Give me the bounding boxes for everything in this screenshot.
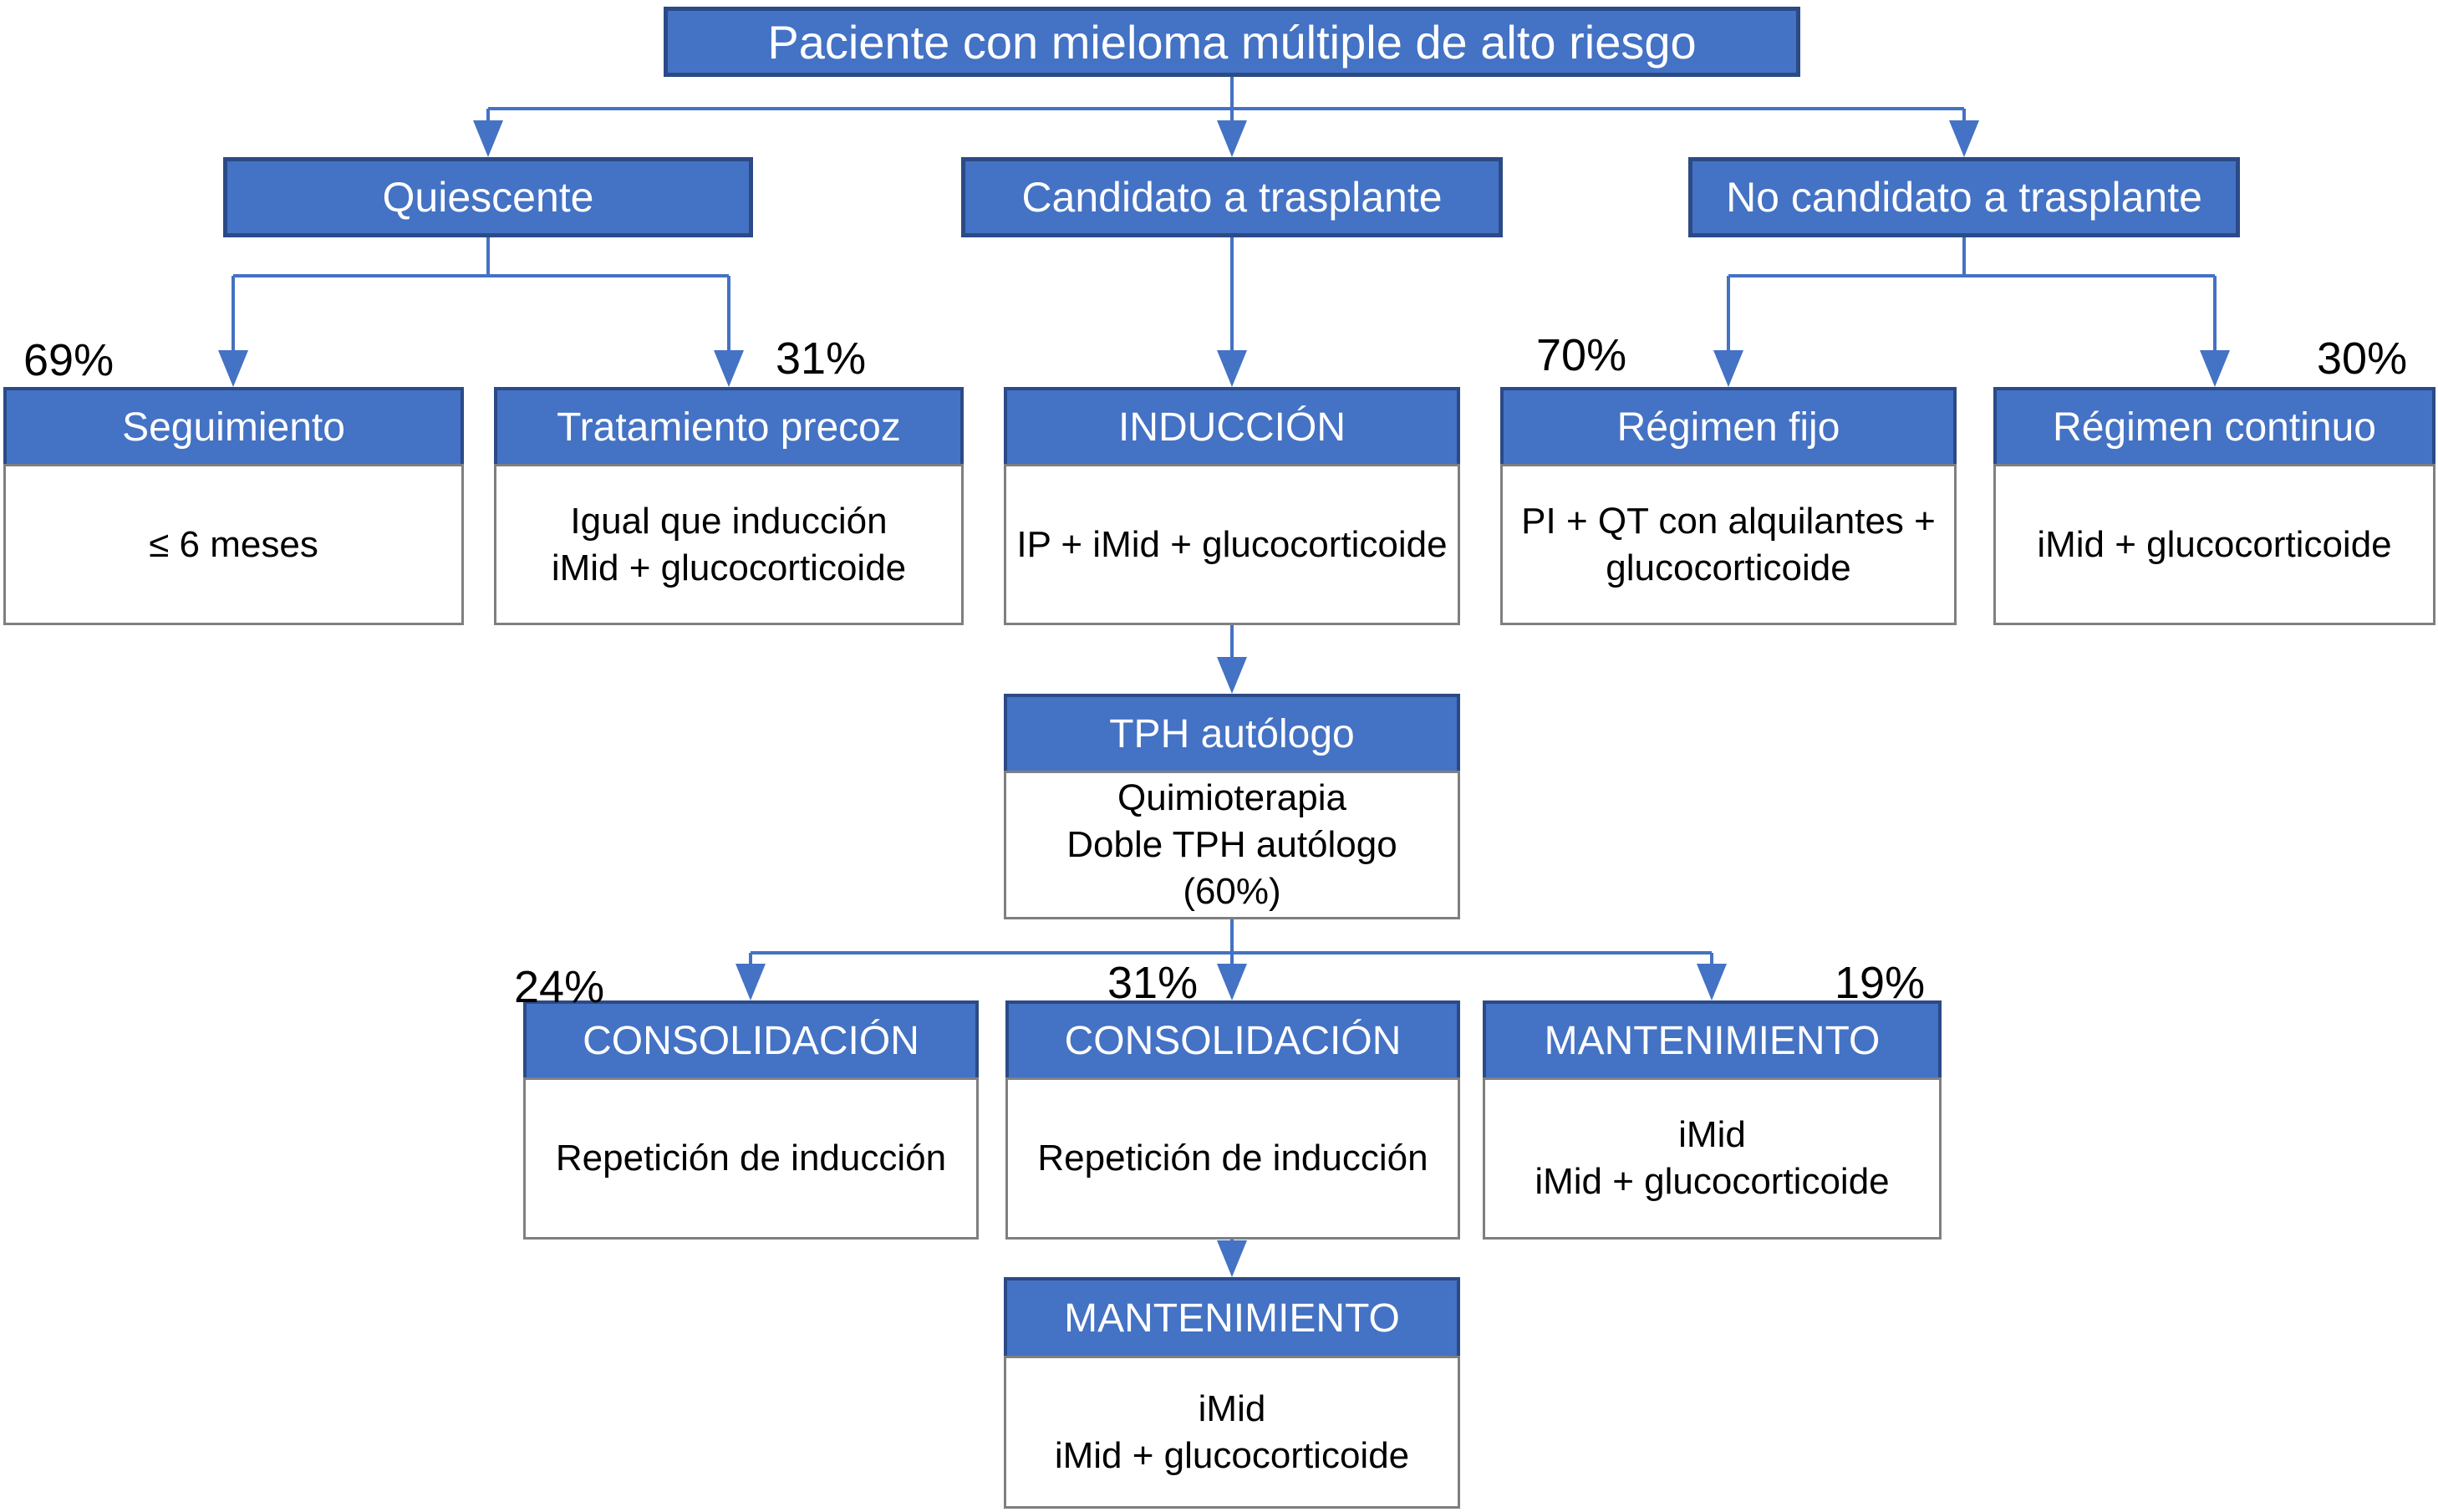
node-consolidacion-centro-line: Repetición de inducción — [1037, 1138, 1428, 1179]
node-mantenimiento-der-header: MANTENIMIENTO — [1483, 1000, 1942, 1077]
percent-seguimiento: 69% — [23, 335, 115, 385]
node-mantenimiento-der-line: iMid + glucocorticoide — [1535, 1161, 1890, 1202]
node-seguimiento-body: ≤ 6 meses — [3, 464, 464, 625]
node-root: Paciente con mieloma múltiple de alto ri… — [664, 7, 1800, 77]
node-mantenimiento-final-body: iMid iMid + glucocorticoide — [1004, 1356, 1460, 1509]
arrowheads — [218, 120, 2230, 1277]
node-mantenimiento-der-line: iMid — [1678, 1114, 1746, 1156]
node-regimen-fijo-line: glucocorticoide — [1606, 547, 1851, 588]
node-candidato-trasplante: Candidato a trasplante — [961, 157, 1503, 237]
node-no-candidato-label: No candidato a trasplante — [1726, 174, 2202, 221]
node-candidato-label: Candidato a trasplante — [1021, 174, 1443, 221]
node-consolidacion-izq-body: Repetición de inducción — [523, 1077, 979, 1240]
node-tratamiento-precoz-header: Tratamiento precoz — [494, 387, 964, 464]
node-mantenimiento-final-line: iMid — [1198, 1387, 1266, 1429]
node-consolidacion-centro-header: CONSOLIDACIÓN — [1005, 1000, 1460, 1077]
node-regimen-continuo-title: Régimen continuo — [2053, 405, 2376, 450]
percent-consolidacion-centro: 31% — [1107, 958, 1199, 1008]
node-tratamiento-precoz-line: iMid + glucocorticoide — [551, 547, 907, 588]
node-mantenimiento-der: MANTENIMIENTO iMid iMid + glucocorticoid… — [1483, 1000, 1942, 1240]
node-tph-autologo-header: TPH autólogo — [1004, 694, 1460, 771]
node-consolidacion-centro-title: CONSOLIDACIÓN — [1064, 1018, 1402, 1063]
node-regimen-continuo-line: iMid + glucocorticoide — [2037, 523, 2392, 565]
node-consolidacion-centro-body: Repetición de inducción — [1005, 1077, 1460, 1240]
node-tph-autologo-line: (60%) — [1183, 870, 1281, 912]
node-consolidacion-centro: CONSOLIDACIÓN Repetición de inducción — [1005, 1000, 1460, 1240]
node-tph-autologo-body: Quimioterapia Doble TPH autólogo (60%) — [1004, 771, 1460, 919]
node-seguimiento-header: Seguimiento — [3, 387, 464, 464]
node-tph-autologo-line: Doble TPH autólogo — [1066, 824, 1397, 866]
node-tratamiento-precoz-line: Igual que inducción — [570, 500, 888, 542]
node-quiescente: Quiescente — [223, 157, 753, 237]
percent-consolidacion-izq: 24% — [514, 962, 605, 1012]
node-regimen-continuo-body: iMid + glucocorticoide — [1993, 464, 2435, 625]
node-induccion-title: INDUCCIÓN — [1118, 405, 1346, 450]
node-seguimiento-line: ≤ 6 meses — [149, 523, 318, 565]
percent-regimen-fijo: 70% — [1536, 330, 1627, 380]
node-quiescente-label: Quiescente — [382, 174, 594, 221]
node-mantenimiento-final-header: MANTENIMIENTO — [1004, 1277, 1460, 1356]
node-mantenimiento-der-body: iMid iMid + glucocorticoide — [1483, 1077, 1942, 1240]
node-tratamiento-precoz: Tratamiento precoz Igual que inducción i… — [494, 387, 964, 625]
node-regimen-continuo-header: Régimen continuo — [1993, 387, 2435, 464]
node-induccion: INDUCCIÓN IP + iMid + glucocorticoide — [1004, 387, 1460, 625]
node-no-candidato-trasplante: No candidato a trasplante — [1688, 157, 2240, 237]
node-consolidacion-izq: CONSOLIDACIÓN Repetición de inducción — [523, 1000, 979, 1240]
node-mantenimiento-final: MANTENIMIENTO iMid iMid + glucocorticoid… — [1004, 1277, 1460, 1509]
node-regimen-fijo-body: PI + QT con alquilantes + glucocorticoid… — [1500, 464, 1957, 625]
node-regimen-fijo-header: Régimen fijo — [1500, 387, 1957, 464]
node-seguimiento-title: Seguimiento — [122, 405, 345, 450]
node-induccion-line: IP + iMid + glucocorticoide — [1016, 523, 1448, 565]
node-consolidacion-izq-title: CONSOLIDACIÓN — [583, 1018, 919, 1063]
node-tph-autologo-line: Quimioterapia — [1117, 777, 1346, 819]
node-root-label: Paciente con mieloma múltiple de alto ri… — [767, 15, 1697, 69]
percent-mantenimiento-der: 19% — [1835, 958, 1926, 1008]
node-mantenimiento-final-line: iMid + glucocorticoide — [1054, 1434, 1410, 1476]
node-regimen-fijo-line: PI + QT con alquilantes + — [1521, 500, 1936, 542]
node-consolidacion-izq-line: Repetición de inducción — [555, 1138, 947, 1179]
node-induccion-body: IP + iMid + glucocorticoide — [1004, 464, 1460, 625]
node-mantenimiento-final-title: MANTENIMIENTO — [1064, 1296, 1400, 1341]
node-mantenimiento-der-title: MANTENIMIENTO — [1544, 1018, 1881, 1063]
node-regimen-fijo: Régimen fijo PI + QT con alquilantes + g… — [1500, 387, 1957, 625]
node-tratamiento-precoz-body: Igual que inducción iMid + glucocorticoi… — [494, 464, 964, 625]
node-consolidacion-izq-header: CONSOLIDACIÓN — [523, 1000, 979, 1077]
node-tratamiento-precoz-title: Tratamiento precoz — [557, 405, 901, 450]
node-tph-autologo: TPH autólogo Quimioterapia Doble TPH aut… — [1004, 694, 1460, 919]
percent-regimen-continuo: 30% — [2317, 333, 2408, 384]
node-tph-autologo-title: TPH autólogo — [1109, 711, 1355, 756]
node-seguimiento: Seguimiento ≤ 6 meses — [3, 387, 464, 625]
percent-tratamiento-precoz: 31% — [776, 333, 867, 384]
node-induccion-header: INDUCCIÓN — [1004, 387, 1460, 464]
node-regimen-fijo-title: Régimen fijo — [1616, 405, 1840, 450]
node-regimen-continuo: Régimen continuo iMid + glucocorticoide — [1993, 387, 2435, 625]
